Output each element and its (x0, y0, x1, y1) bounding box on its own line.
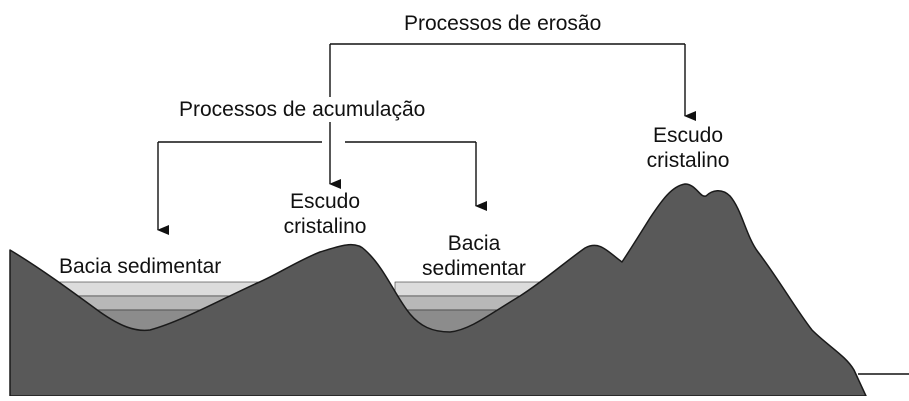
relief-profile (9, 183, 867, 397)
basin-right-label: Bacia sedimentar (414, 231, 534, 281)
shield-left-line2: cristalino (283, 215, 367, 238)
shield-right-line1: Escudo (652, 124, 724, 147)
basin-right-line2: sedimentar (422, 257, 526, 280)
shield-right-line2: cristalino (646, 149, 730, 172)
basin-left-label: Bacia sedimentar (59, 255, 222, 278)
basin-right-line1: Bacia (447, 232, 501, 255)
shield-left-label: Escudo cristalino (275, 189, 375, 239)
shield-left-line1: Escudo (289, 190, 361, 213)
accumulation-title: Processos de acumulação (179, 97, 426, 122)
erosion-title: Processos de erosão (404, 12, 602, 35)
shield-right-label: Escudo cristalino (633, 123, 743, 173)
accumulation-arrows (157, 141, 487, 235)
